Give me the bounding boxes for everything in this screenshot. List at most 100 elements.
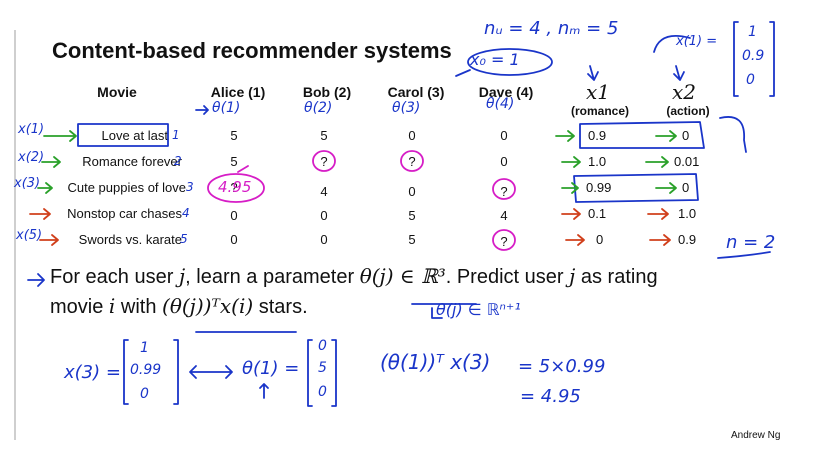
- x1-vector-bracket-left: [733, 21, 739, 97]
- row-label-x1: x(1): [18, 122, 45, 137]
- feature-x2-value: 1.0: [678, 206, 697, 221]
- rating-cell: 4: [320, 184, 328, 199]
- annotation-theta1-label: θ(1) =: [242, 358, 300, 379]
- row4-x1-arrow: [561, 208, 581, 220]
- feature-x2-value: 0.01: [674, 154, 700, 169]
- annotation-x0: x₀ = 1: [470, 50, 520, 69]
- annotation-theta1-vector-1: 5: [318, 360, 327, 376]
- movie-name-1: Love at last: [101, 128, 169, 143]
- unknown-circle-alice-row3: [207, 173, 265, 203]
- rating-cell: 0: [500, 128, 508, 143]
- love-at-last-box: [77, 123, 169, 147]
- x3-bracket-left: [123, 339, 129, 405]
- user-header-carol: Carol (3): [387, 84, 445, 100]
- annotation-nu-nm: nᵤ = 4 , nₘ = 5: [484, 18, 619, 39]
- row-number-3: 3: [186, 180, 194, 194]
- bullet-text-c: . Predict user: [445, 266, 564, 288]
- x0-circle: [467, 48, 553, 76]
- rating-cell: 4: [500, 208, 508, 223]
- row3-green-arrow: [37, 182, 53, 194]
- feature-x1-symbol: x1: [586, 80, 611, 104]
- row-label-x3: x(3): [14, 176, 41, 191]
- row2-x2-arrow: [645, 156, 669, 168]
- bullet-line-1: For each user j, learn a parameter θ(j) …: [50, 264, 658, 289]
- row-label-x2: x(2): [18, 150, 45, 165]
- unknown-circle-dave-row5: [492, 229, 516, 251]
- theta-alice: θ(1): [212, 100, 241, 116]
- slide-title: Content-based recommender systems: [52, 38, 452, 63]
- rating-cell: 0: [500, 154, 508, 169]
- rating-cell: 5: [408, 208, 416, 223]
- annotation-theta1-vector-2: 0: [318, 384, 327, 400]
- bullet-text-a: For each user: [50, 266, 174, 288]
- guess-arrow: [237, 165, 249, 173]
- movie-name-4: Nonstop car chases: [67, 206, 182, 221]
- math-theta-r3: θ(j) ∈ ℝ³: [359, 264, 446, 288]
- user-header-alice: Alice (1): [210, 84, 266, 100]
- annotation-product-eq1: = 5×0.99: [518, 356, 606, 377]
- row1-green-arrow: [43, 130, 77, 142]
- annotation-n-equals: n = 2: [726, 232, 776, 253]
- feature-x1-value: 1.0: [588, 154, 607, 169]
- rating-cell: 0: [320, 232, 328, 247]
- row1-x1-arrow: [555, 130, 575, 142]
- feature-x1-label: (romance): [570, 104, 629, 118]
- movie-header: Movie: [97, 84, 137, 100]
- feature-x1-value: 0.1: [588, 206, 607, 221]
- annotation-x1-vector-1: 0.9: [742, 48, 765, 64]
- x3-bracket-right: [173, 339, 179, 405]
- annotation-x1-vector-2: 0: [746, 72, 755, 88]
- row-label-x5: x(5): [16, 228, 43, 243]
- rating-cell: 5: [408, 232, 416, 247]
- theta1-bracket-left: [307, 339, 313, 407]
- theta-hook: [431, 307, 443, 319]
- row4-red-arrow: [29, 208, 51, 220]
- movie-name-3: Cute puppies of love: [67, 180, 186, 195]
- annotation-theta1-vector-0: 0: [318, 338, 327, 354]
- bullet-text-b: , learn a parameter: [185, 266, 355, 288]
- math-j: j: [178, 264, 186, 288]
- rating-cell: 0: [230, 208, 238, 223]
- annotation-x3-label: x(3) =: [64, 362, 121, 383]
- row3-x1-arrow: [561, 182, 579, 194]
- rating-cell: 0: [408, 128, 416, 143]
- theta1-bracket-right: [331, 339, 337, 407]
- rating-cell: 5: [230, 128, 238, 143]
- rating-cell: ?: [408, 154, 416, 169]
- rating-cell: 0: [408, 184, 416, 199]
- bullet-text-g: stars.: [258, 296, 308, 318]
- x1-vector-bracket-right: [769, 21, 775, 97]
- rating-cell: ?: [230, 180, 238, 195]
- x2-down-arrow: [673, 65, 685, 81]
- feature-x2-label: (action): [666, 104, 710, 118]
- annotation-product-lhs: (θ(1))ᵀ x(3): [380, 350, 491, 374]
- row5-x1-arrow: [565, 234, 585, 246]
- user-header-dave: Dave (4): [478, 84, 534, 100]
- row1-feature-box: [579, 121, 705, 149]
- bullet-text-d: as rating: [580, 266, 658, 288]
- bullet-text-f: with: [120, 296, 157, 318]
- row2-green-arrow: [41, 156, 61, 168]
- bullet-arrow: [27, 273, 45, 287]
- theta-bob: θ(2): [304, 100, 333, 116]
- unknown-circle-dave-row3: [492, 178, 516, 200]
- annotation-x3-vector-1: 0.99: [130, 362, 162, 378]
- x1-vector-arrow: [653, 34, 691, 53]
- n-equals-underline: [717, 251, 771, 259]
- feature-x1-value: 0.9: [588, 128, 607, 143]
- rating-cell: 5: [230, 154, 238, 169]
- row3-feature-box: [573, 173, 699, 203]
- row1-x2-arrow: [655, 130, 677, 142]
- annotation-product-eq2: = 4.95: [520, 386, 581, 407]
- user-header-bob: Bob (2): [302, 84, 352, 100]
- rating-cell: ?: [500, 184, 508, 199]
- annotation-x3-vector-0: 1: [140, 340, 149, 356]
- annotation-x1-vector-0: 1: [748, 24, 757, 40]
- annotation-x3-vector-2: 0: [140, 386, 149, 402]
- row4-x2-arrow: [647, 208, 669, 220]
- bullet-text-e: movie: [50, 296, 104, 318]
- feature-x2-value: 0: [682, 180, 690, 195]
- math-prediction: (θ(j))ᵀx(i): [162, 294, 254, 318]
- row-number-4: 4: [182, 206, 190, 220]
- rating-cell: 5: [320, 128, 328, 143]
